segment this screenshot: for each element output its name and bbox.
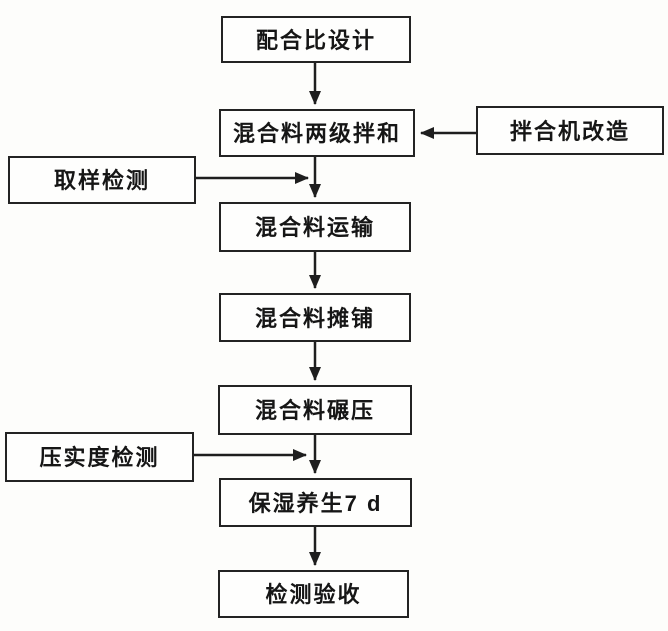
node-sampling-test-label: 取样检测 — [53, 168, 150, 193]
node-sampling-test: 取样检测 — [8, 156, 196, 204]
node-mix-design-label: 配合比设计 — [255, 27, 376, 53]
node-mixer-retrofit-label: 拌合机改造 — [509, 118, 630, 144]
node-mixture-rolling-label: 混合料碾压 — [254, 398, 375, 423]
node-moist-curing-7d: 保湿养生7 d — [219, 478, 412, 527]
node-inspection-acceptance-label: 检测验收 — [265, 582, 362, 607]
node-mixture-paving: 混合料摊铺 — [219, 293, 411, 342]
node-mixture-transport-label: 混合料运输 — [254, 215, 375, 240]
node-compaction-test-label: 压实度检测 — [39, 445, 160, 470]
node-moist-curing-7d-label: 保湿养生7 d — [248, 490, 383, 516]
node-two-stage-mixing: 混合料两级拌和 — [219, 109, 415, 157]
node-mixture-paving-label: 混合料摊铺 — [254, 305, 375, 331]
node-two-stage-mixing-label: 混合料两级拌和 — [232, 121, 401, 146]
node-mixer-retrofit: 拌合机改造 — [476, 106, 664, 155]
node-mixture-rolling: 混合料碾压 — [218, 385, 412, 435]
node-mixture-transport: 混合料运输 — [219, 202, 411, 252]
node-compaction-test: 压实度检测 — [5, 432, 194, 482]
node-inspection-acceptance: 检测验收 — [218, 570, 409, 618]
node-mix-design: 配合比设计 — [221, 16, 411, 63]
